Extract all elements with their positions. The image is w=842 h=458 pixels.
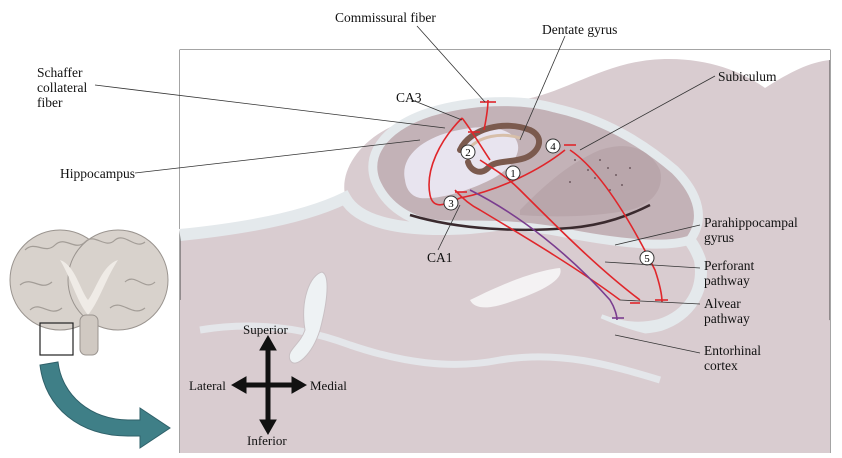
label-lateral: Lateral [189,378,226,394]
label-dentate-gyrus: Dentate gyrus [542,22,617,37]
entorhinal-line-2: cortex [704,358,761,373]
stipple-dot [594,177,596,179]
step-marker-1: 1 [510,168,516,180]
label-ca3: CA3 [396,90,422,105]
schaffer-line-2: collateral [37,80,87,95]
coronal-brain-inset [10,230,168,355]
stipple-dot [629,167,631,169]
label-alvear-pathway: Alvear pathway [704,296,750,326]
label-perforant-pathway: Perforant pathway [704,258,754,288]
alvear-line-1: Alvear [704,296,750,311]
step-marker-2: 2 [465,147,471,159]
label-medial: Medial [310,378,347,394]
stipple-dot [621,184,623,186]
schaffer-line-1: Schaffer [37,65,87,80]
stipple-dot [569,181,571,183]
label-schaffer-collateral-fiber: Schaffer collateral fiber [37,65,87,110]
label-commissural-fiber: Commissural fiber [335,10,436,25]
label-hippocampus: Hippocampus [60,166,135,181]
brain-hemisphere-right [68,230,168,330]
stipple-dot [607,167,609,169]
step-marker-4: 4 [550,141,556,153]
stipple-dot [615,174,617,176]
step-marker-5: 5 [644,253,650,265]
parahippocampal-line-2: gyrus [704,230,798,245]
label-ca1: CA1 [427,250,453,265]
parahippocampal-line-1: Parahippocampal [704,215,798,230]
brainstem [80,315,98,355]
stipple-dot [587,169,589,171]
perforant-line-1: Perforant [704,258,754,273]
stipple-dot [609,189,611,191]
label-subiculum: Subiculum [718,69,777,84]
alvear-line-2: pathway [704,311,750,326]
step-marker-3: 3 [448,198,454,210]
label-superior: Superior [243,322,288,338]
label-entorhinal-cortex: Entorhinal cortex [704,343,761,373]
label-parahippocampal-gyrus: Parahippocampal gyrus [704,215,798,245]
stipple-dot [599,159,601,161]
stipple-dot [574,159,576,161]
label-inferior: Inferior [247,433,287,449]
schaffer-line-3: fiber [37,95,87,110]
entorhinal-line-1: Entorhinal [704,343,761,358]
perforant-line-2: pathway [704,273,754,288]
teal-curved-arrow [40,362,170,448]
